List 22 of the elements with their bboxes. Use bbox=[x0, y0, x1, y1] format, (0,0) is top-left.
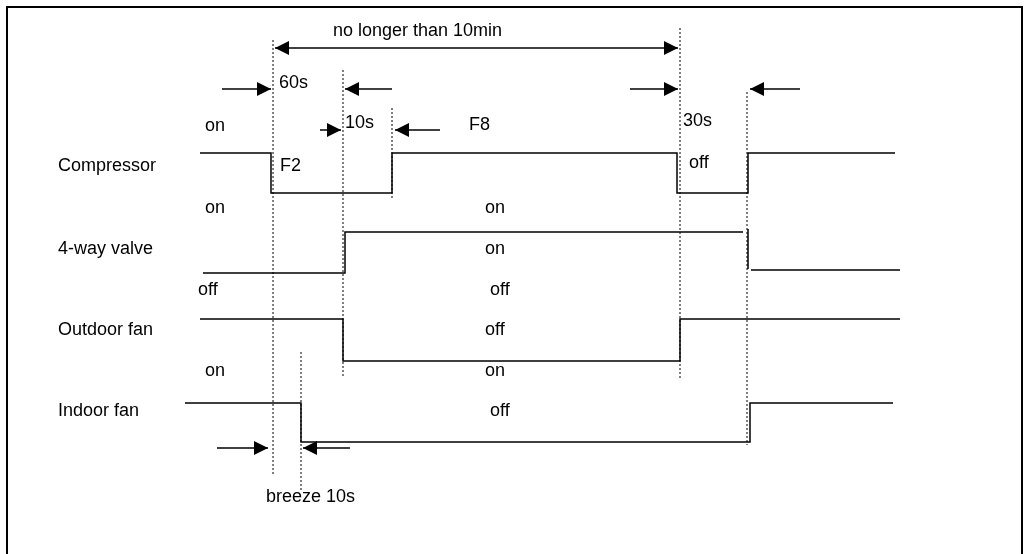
signal-name: Indoor fan bbox=[58, 400, 140, 420]
state-label: on bbox=[205, 197, 226, 217]
state-label: on bbox=[205, 115, 226, 135]
state-label: off bbox=[198, 279, 218, 299]
duration-label: 10s bbox=[345, 112, 375, 132]
state-label: off bbox=[490, 279, 510, 299]
signal-name: 4-way valve bbox=[58, 238, 154, 258]
state-label: on bbox=[205, 360, 226, 380]
note-label: breeze 10s bbox=[266, 486, 356, 506]
state-label: off bbox=[485, 319, 505, 339]
state-label: off bbox=[689, 152, 709, 172]
state-label: on bbox=[485, 360, 506, 380]
signal-name: Outdoor fan bbox=[58, 319, 154, 339]
duration-label: 60s bbox=[279, 72, 309, 92]
code-label: F2 bbox=[280, 155, 301, 175]
state-label: on bbox=[485, 197, 506, 217]
code-label: F8 bbox=[469, 114, 490, 134]
signal-name: Compressor bbox=[58, 155, 157, 175]
duration-label: no longer than 10min bbox=[333, 20, 503, 40]
state-label: off bbox=[490, 400, 510, 420]
state-label: on bbox=[485, 238, 506, 258]
duration-label: 30s bbox=[683, 110, 713, 130]
